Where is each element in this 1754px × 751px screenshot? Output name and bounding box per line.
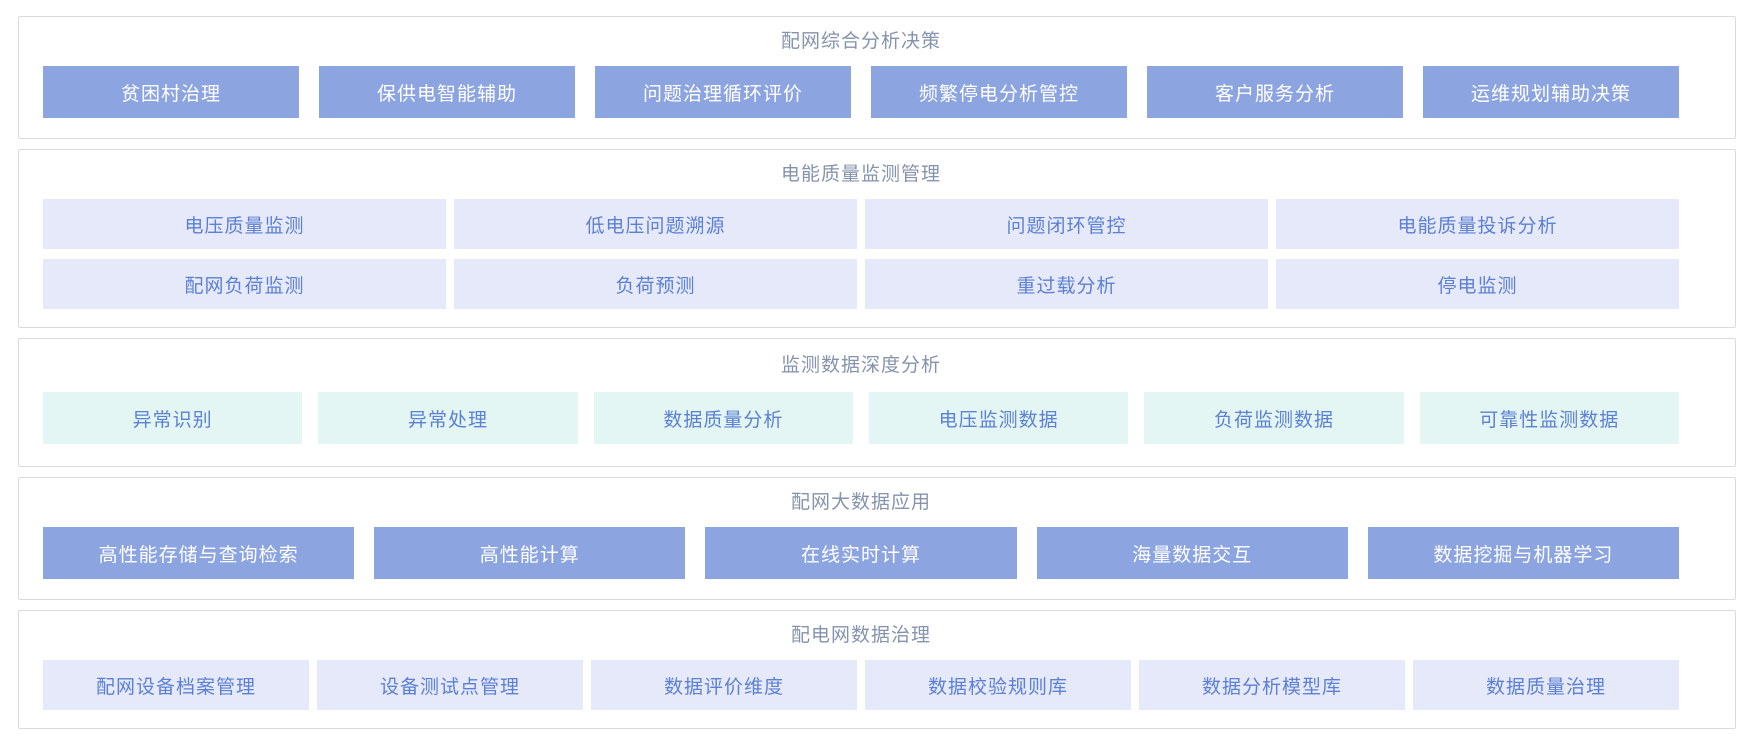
module-button[interactable]: 负荷监测数据 (1144, 392, 1404, 444)
module-button[interactable]: 数据评价维度 (591, 660, 857, 710)
module-button[interactable]: 配网负荷监测 (43, 259, 446, 309)
section-title: 配网大数据应用 (790, 492, 931, 513)
module-button[interactable]: 设备测试点管理 (317, 660, 583, 710)
module-button[interactable]: 高性能计算 (374, 527, 686, 579)
section-title: 监测数据深度分析 (780, 355, 941, 376)
section-data-governance: 配电网数据治理 配网设备档案管理设备测试点管理数据评价维度数据校验规则库数据分析… (18, 610, 1736, 729)
button-row: 配网设备档案管理设备测试点管理数据评价维度数据校验规则库数据分析模型库数据质量治… (43, 660, 1679, 710)
section-monitoring-data-analysis: 监测数据深度分析 异常识别异常处理数据质量分析电压监测数据负荷监测数据可靠性监测… (18, 338, 1736, 467)
module-button[interactable]: 停电监测 (1276, 259, 1679, 309)
module-button[interactable]: 负荷预测 (454, 259, 857, 309)
section-bigdata-application: 配网大数据应用 高性能存储与查询检索高性能计算在线实时计算海量数据交互数据挖掘与… (18, 477, 1736, 600)
module-button[interactable]: 运维规划辅助决策 (1423, 66, 1679, 118)
module-button[interactable]: 问题闭环管控 (865, 199, 1268, 249)
module-button[interactable]: 低电压问题溯源 (454, 199, 857, 249)
module-button[interactable]: 频繁停电分析管控 (871, 66, 1127, 118)
module-button[interactable]: 数据分析模型库 (1139, 660, 1405, 710)
module-button[interactable]: 异常识别 (43, 392, 303, 444)
section-power-quality-monitoring: 电能质量监测管理 电压质量监测低电压问题溯源问题闭环管控电能质量投诉分析配网负荷… (18, 149, 1736, 328)
module-button[interactable]: 在线实时计算 (705, 527, 1017, 579)
module-button[interactable]: 电压监测数据 (868, 392, 1129, 444)
module-button[interactable]: 客户服务分析 (1147, 66, 1403, 118)
module-button[interactable]: 高性能存储与查询检索 (43, 527, 355, 579)
module-button[interactable]: 数据质量分析 (593, 392, 853, 444)
button-row: 贫困村治理保供电智能辅助问题治理循环评价频繁停电分析管控客户服务分析运维规划辅助… (43, 66, 1679, 118)
section-title: 配电网数据治理 (790, 625, 931, 646)
section-rows: 电压质量监测低电压问题溯源问题闭环管控电能质量投诉分析配网负荷监测负荷预测重过载… (43, 199, 1679, 309)
module-button[interactable]: 数据质量治理 (1413, 660, 1679, 710)
module-button[interactable]: 电压质量监测 (43, 199, 446, 249)
module-button[interactable]: 电能质量投诉分析 (1276, 199, 1679, 249)
module-button[interactable]: 保供电智能辅助 (319, 66, 575, 118)
module-button[interactable]: 重过载分析 (865, 259, 1268, 309)
module-button[interactable]: 数据挖掘与机器学习 (1367, 527, 1680, 579)
button-row: 配网负荷监测负荷预测重过载分析停电监测 (43, 259, 1679, 309)
section-rows: 高性能存储与查询检索高性能计算在线实时计算海量数据交互数据挖掘与机器学习 (43, 527, 1680, 579)
module-button[interactable]: 数据校验规则库 (865, 660, 1131, 710)
section-rows: 配网设备档案管理设备测试点管理数据评价维度数据校验规则库数据分析模型库数据质量治… (43, 660, 1679, 710)
button-row: 异常识别异常处理数据质量分析电压监测数据负荷监测数据可靠性监测数据 (43, 392, 1679, 444)
module-button[interactable]: 海量数据交互 (1036, 527, 1348, 579)
section-title: 电能质量监测管理 (780, 164, 941, 185)
button-row: 电压质量监测低电压问题溯源问题闭环管控电能质量投诉分析 (43, 199, 1679, 249)
module-button[interactable]: 配网设备档案管理 (43, 660, 309, 710)
section-analysis-decision: 配网综合分析决策 贫困村治理保供电智能辅助问题治理循环评价频繁停电分析管控客户服… (18, 16, 1736, 139)
button-row: 高性能存储与查询检索高性能计算在线实时计算海量数据交互数据挖掘与机器学习 (43, 527, 1680, 579)
module-button[interactable]: 异常处理 (318, 392, 578, 444)
module-button[interactable]: 问题治理循环评价 (595, 66, 851, 118)
section-rows: 贫困村治理保供电智能辅助问题治理循环评价频繁停电分析管控客户服务分析运维规划辅助… (43, 66, 1679, 118)
section-rows: 异常识别异常处理数据质量分析电压监测数据负荷监测数据可靠性监测数据 (43, 392, 1679, 444)
module-button[interactable]: 可靠性监测数据 (1419, 392, 1679, 444)
section-title: 配网综合分析决策 (780, 31, 941, 52)
module-button[interactable]: 贫困村治理 (43, 66, 299, 118)
